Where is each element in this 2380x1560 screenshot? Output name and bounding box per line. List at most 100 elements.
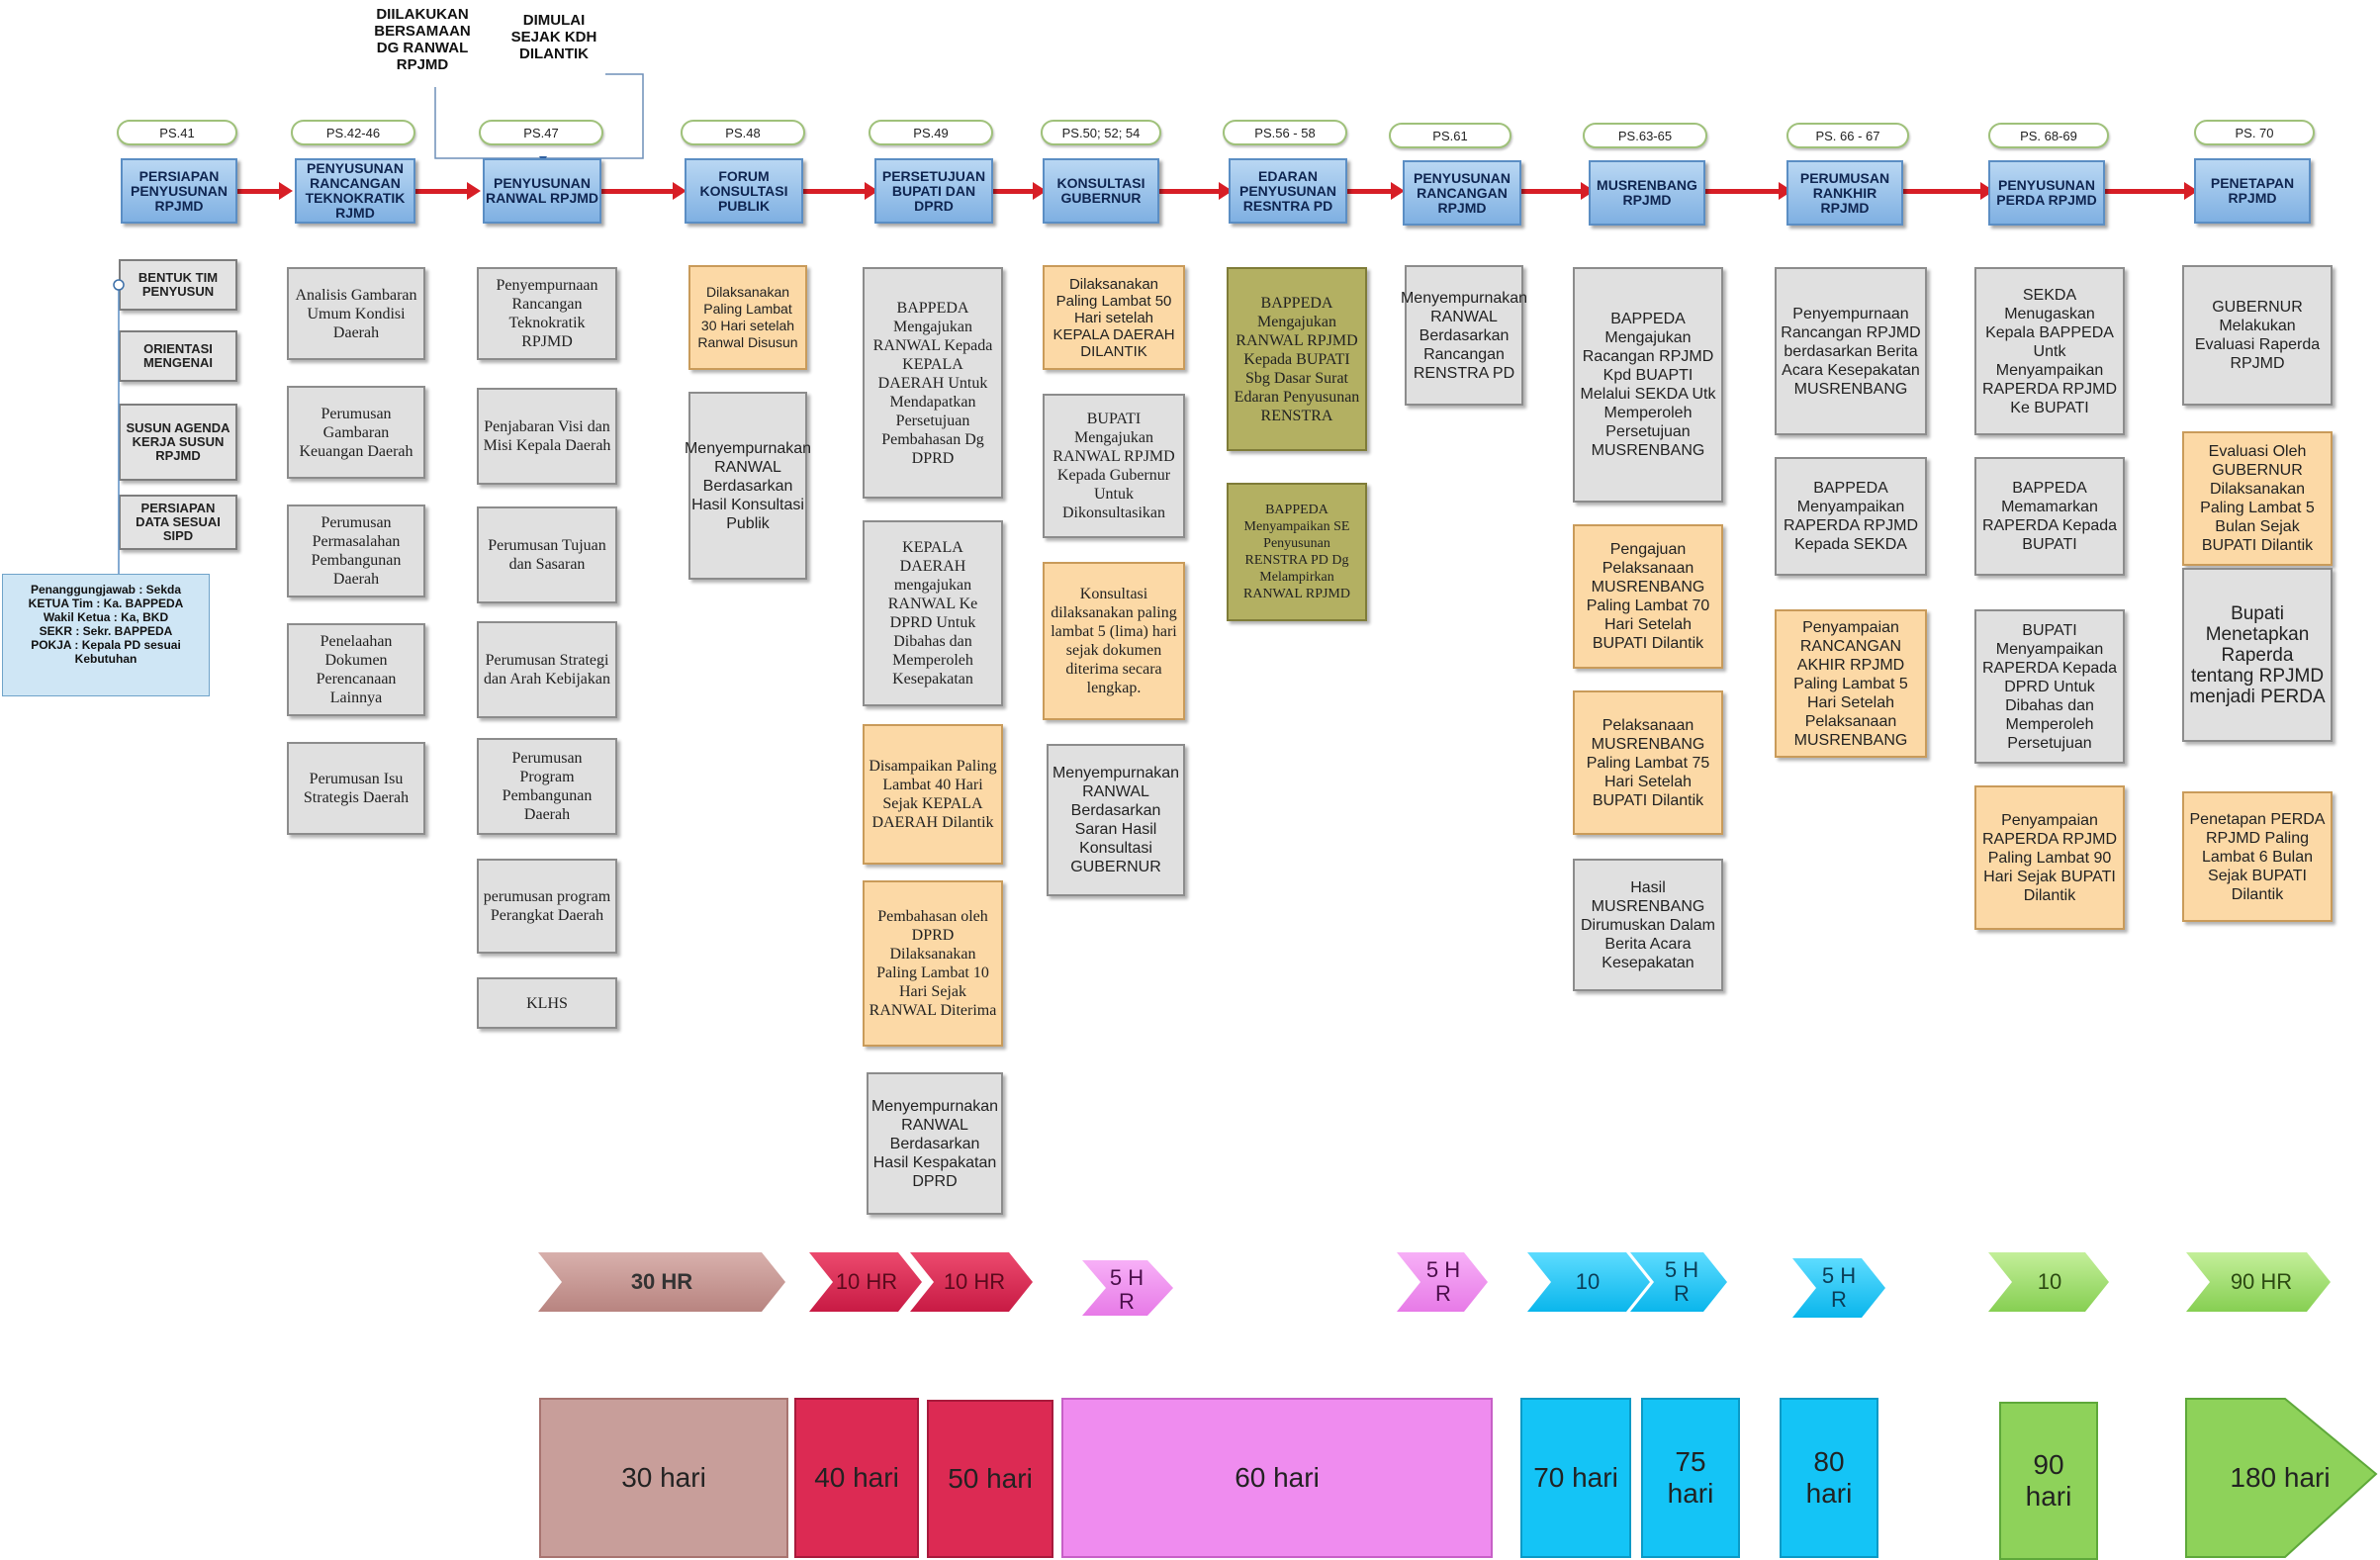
stage-2-title: PENYUSUNAN RANCANGAN TEKNOKRATIK RJMD [295,158,415,224]
chevron-label: 10 HR [943,1269,1006,1294]
bar-75 [1641,1398,1740,1558]
flow-arrow [601,182,687,200]
stage-4-title: FORUM KONSULTASI PUBLIK [685,158,803,224]
deadline-box: Evaluasi Oleh GUBERNUR Dilaksanakan Pali… [2182,431,2333,566]
chevron-shapes [538,1252,2331,1318]
pj-line: SEKR : Sekr. BAPPEDA [39,624,173,638]
chevron-10hr-b [910,1252,1033,1312]
step-box: Perumusan Permasalahan Pembangunan Daera… [287,505,425,597]
note-dimulai: DIMULAI SEJAK KDH DILANTIK [510,12,597,62]
pj-line: Wakil Ketua : Ka, BKD [43,610,169,624]
flow-arrow [993,182,1047,200]
deadline-box: Pembahasan oleh DPRD Dilaksanakan Paling… [863,880,1003,1047]
stage-2-ps: PS.42-46 [291,120,415,145]
stage-12-ps: PS. 70 [2194,120,2315,145]
pj-line: POKJA : Kepala PD sesuai Kebutuhan [31,638,181,666]
chevron-label: 5 H R [1425,1257,1461,1306]
deadline-box: Dilaksanakan Paling Lambat 30 Hari setel… [688,265,807,370]
stage-6-ps: PS.50; 52; 54 [1041,120,1161,145]
flow-arrow [2105,182,2198,200]
bar-label: 90 hari [2025,1449,2072,1512]
stage-11-title: PENYUSUNAN PERDA RPJMD [1988,160,2105,226]
prep-step: PERSIAPAN DATA SESUAI SIPD [119,495,237,550]
step-box: BAPPEDA Memamarkan RAPERDA Kepada BUPATI [1974,457,2125,576]
note-bersamaan: DIILAKUKAN BERSAMAAN DG RANWAL RPJMD [374,6,471,73]
chevron-5hr-a [1082,1260,1173,1316]
step-box: BAPPEDA Mengajukan RANWAL Kepada KEPALA … [863,267,1003,499]
step-box: BUPATI Mengajukan RANWAL RPJMD Kepada Gu… [1043,394,1185,538]
stage-12-title: PENETAPAN RPJMD [2194,158,2311,224]
step-box: Bupati Menetapkan Raperda tentang RPJMD … [2182,568,2333,742]
step-box: Perumusan Tujuan dan Sasaran [477,506,617,603]
step-box: Menyempurnakan RANWAL Berdasarkan Hasil … [685,392,811,580]
chevron-5hr-d [1792,1258,1885,1318]
deadline-box: Disampaikan Paling Lambat 40 Hari Sejak … [863,724,1003,865]
chevron-5hr-c [1630,1252,1727,1312]
step-box: Menyempurnakan RANWAL Berdasarkan Saran … [1047,744,1185,896]
flow-arrow [1521,182,1595,200]
bar-40 [794,1398,919,1558]
step-box: GUBERNUR Melakukan Evaluasi Raperda RPJM… [2182,265,2333,406]
stage-3-title: PENYUSUNAN RANWAL RPJMD [483,158,601,224]
step-box: Menyempurnakan RANWAL Berdasarkan Hasil … [867,1072,1003,1215]
step-box: SEKDA Menugaskan Kepala BAPPEDA Untk Men… [1974,267,2125,435]
chevron-label: 5 H R [1821,1263,1857,1312]
pj-line: KETUA Tim : Ka. BAPPEDA [28,596,184,610]
chevron-label: 10 [2037,1269,2062,1294]
renstra-box: BAPPEDA Menyampaikan SE Penyusunan RENST… [1227,483,1367,621]
flow-arrow [1705,182,1792,200]
step-box: Penyempurnaan Rancangan Teknokratik RPJM… [477,267,617,360]
step-box: BAPPEDA Menyampaikan RAPERDA RPJMD Kepad… [1775,457,1927,576]
bar-label: 40 hari [814,1462,899,1493]
deadline-box: Penetapan PERDA RPJMD Paling Lambat 6 Bu… [2182,791,2333,922]
chevron-label: 90 HR [2230,1269,2293,1294]
bar-70 [1520,1398,1631,1558]
chevron-5hr-b [1397,1252,1488,1312]
bar-label: 30 hari [621,1462,706,1493]
step-box: Penjabaran Visi dan Misi Kepala Daerah [477,388,617,485]
stage-7-title: EDARAN PENYUSUNAN RESNTRA PD [1229,158,1347,224]
stage-5-ps: PS.49 [869,120,993,145]
bar-80 [1780,1398,1878,1558]
stage-7-ps: PS.56 - 58 [1223,120,1347,145]
chevron-label: 5 H R [1109,1265,1144,1314]
step-box: Hasil MUSRENBANG Dirumuskan Dalam Berita… [1573,859,1723,991]
chevron-10-a [1527,1252,1650,1312]
deadline-box: Konsultasi dilaksanakan paling lambat 5 … [1043,562,1185,720]
step-box: Menyempurnakan RANWAL Berdasarkan Rancan… [1401,265,1527,406]
bar-label: 70 hari [1533,1462,1618,1493]
bar-30 [539,1398,788,1558]
step-box: perumusan program Perangkat Daerah [477,859,617,954]
bar-50 [927,1400,1053,1558]
step-box: Penyempurnaan Rancangan RPJMD berdasarka… [1775,267,1927,435]
stage-9-ps: PS.63-65 [1583,123,1707,148]
step-box: BUPATI Menyampaikan RAPERDA Kepada DPRD … [1974,609,2125,764]
prep-step: SUSUN AGENDA KERJA SUSUN RPJMD [119,404,237,481]
stage-5-title: PERSETUJUAN BUPATI DAN DPRD [874,158,993,224]
pj-line: Penanggungjawab : Sekda [30,583,182,596]
chevron-10hr-a [809,1252,922,1312]
bar-label: 60 hari [1235,1462,1320,1493]
chevron-label: 10 HR [835,1269,898,1294]
chevron-label: 30 HR [630,1269,693,1294]
stage-10-ps: PS. 66 - 67 [1786,123,1909,148]
penanggungjawab-box: Penanggungjawab : Sekda KETUA Tim : Ka. … [2,574,210,696]
prep-connector [113,279,125,574]
deadline-box: Penyampaian RANCANGAN AKHIR RPJMD Paling… [1775,609,1927,758]
step-box: Perumusan Isu Strategis Daerah [287,742,425,835]
step-box: Perumusan Program Pembangunan Daerah [477,738,617,835]
prep-step: BENTUK TIM PENYUSUN [119,259,237,311]
stage-8-title: PENYUSUNAN RANCANGAN RPJMD [1403,160,1521,226]
flow-arrow [803,182,878,200]
bar-180 [2185,1398,2378,1558]
step-box: Perumusan Strategi dan Arah Kebijakan [477,621,617,718]
stage-8-ps: PS.61 [1389,123,1511,148]
chevron-30hr [538,1252,785,1312]
prep-step: ORIENTASI MENGENAI [119,330,237,382]
stage-1-title: PERSIAPAN PENYUSUNAN RPJMD [121,158,237,224]
deadline-box: Penyampaian RAPERDA RPJMD Paling Lambat … [1974,785,2125,930]
stage-3-ps: PS.47 [479,120,603,145]
chevron-10-b [1988,1252,2109,1312]
bar-shapes [539,1398,2378,1560]
stage-4-ps: PS.48 [681,120,805,145]
